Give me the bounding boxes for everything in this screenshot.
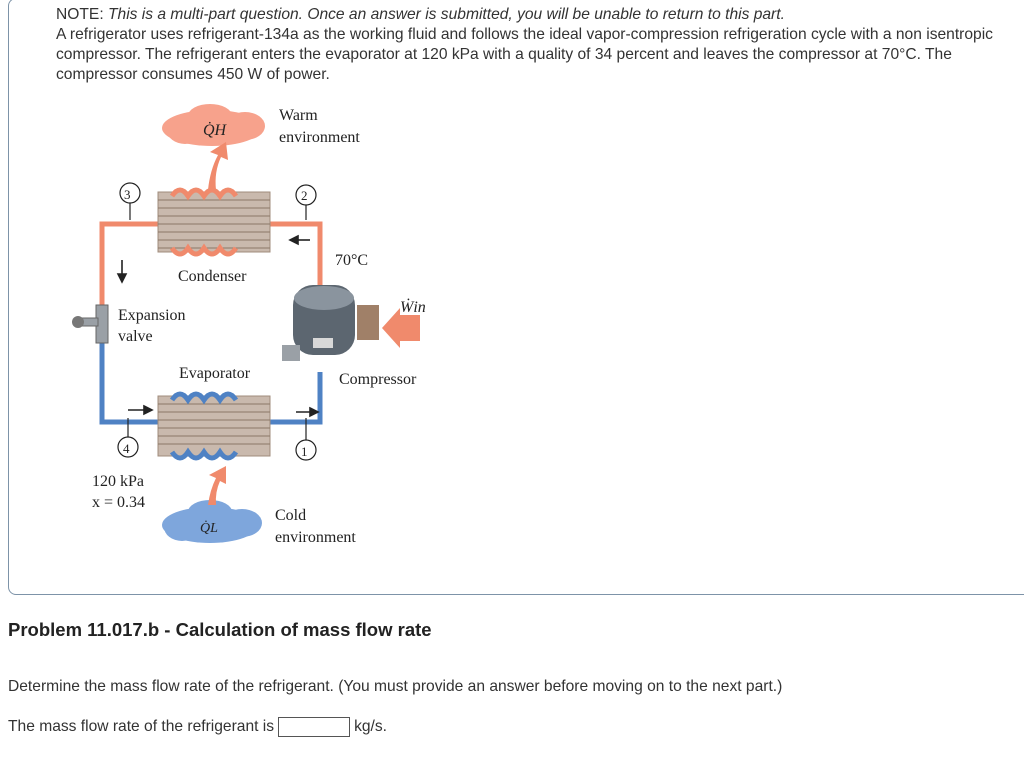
cold-cloud-icon	[162, 500, 262, 543]
cycle-drawing	[72, 104, 420, 543]
evaporator-label: Evaporator	[179, 365, 251, 382]
state-1-label: 1	[301, 444, 308, 459]
state-3-label: 3	[124, 187, 131, 202]
state-2-label: 2	[301, 188, 308, 203]
expansion-label-line1: Expansion	[118, 307, 186, 324]
compressor-label: Compressor	[339, 371, 417, 388]
work-in-symbol: Ẇin	[400, 299, 426, 316]
temperature-label: 70°C	[335, 252, 369, 269]
heat-out-symbol: Q̇H	[203, 122, 227, 139]
state-4-label: 4	[123, 441, 130, 456]
cold-label-line1: Cold	[275, 507, 307, 524]
cold-label-line2: environment	[275, 529, 356, 546]
question-card	[8, 0, 1024, 595]
note-prefix: NOTE:	[56, 6, 104, 23]
compressor-icon	[282, 285, 379, 361]
refrigeration-cycle-diagram: 3 2 4 1 Q̇H Warm environment Condenser 7…	[60, 100, 450, 560]
quality-label: x = 0.34	[92, 494, 146, 511]
flow-arrows	[116, 234, 320, 418]
heat-in-arrow-icon	[208, 466, 226, 505]
problem-statement: NOTE: This is a multi-part question. Onc…	[56, 5, 1021, 85]
expansion-label-line2: valve	[118, 328, 153, 345]
expansion-valve-icon	[72, 304, 109, 344]
instruction-text: Determine the mass flow rate of the refr…	[8, 678, 783, 695]
warm-label-line1: Warm	[279, 107, 318, 124]
condenser-coil-icon	[157, 187, 271, 257]
warm-label-line2: environment	[279, 129, 360, 146]
heat-out-arrow-icon	[208, 142, 228, 190]
note-warning: This is a multi-part question. Once an a…	[108, 6, 785, 23]
pressure-label: 120 kPa	[92, 473, 144, 490]
cold-pipe	[99, 340, 323, 425]
answer-row: The mass flow rate of the refrigerant is…	[8, 717, 387, 737]
condenser-label: Condenser	[178, 268, 247, 285]
work-in-arrow-icon	[382, 308, 420, 348]
warm-cloud-icon	[162, 104, 265, 146]
evaporator-coil-icon	[157, 391, 271, 461]
problem-title: Problem 11.017.b - Calculation of mass f…	[8, 619, 432, 640]
answer-unit: kg/s.	[354, 718, 388, 735]
heat-in-symbol: Q̇L	[200, 521, 218, 536]
problem-text: A refrigerator uses refrigerant-134a as …	[56, 26, 993, 83]
mass-flow-rate-input[interactable]	[278, 717, 351, 737]
answer-prefix: The mass flow rate of the refrigerant is	[8, 718, 275, 735]
